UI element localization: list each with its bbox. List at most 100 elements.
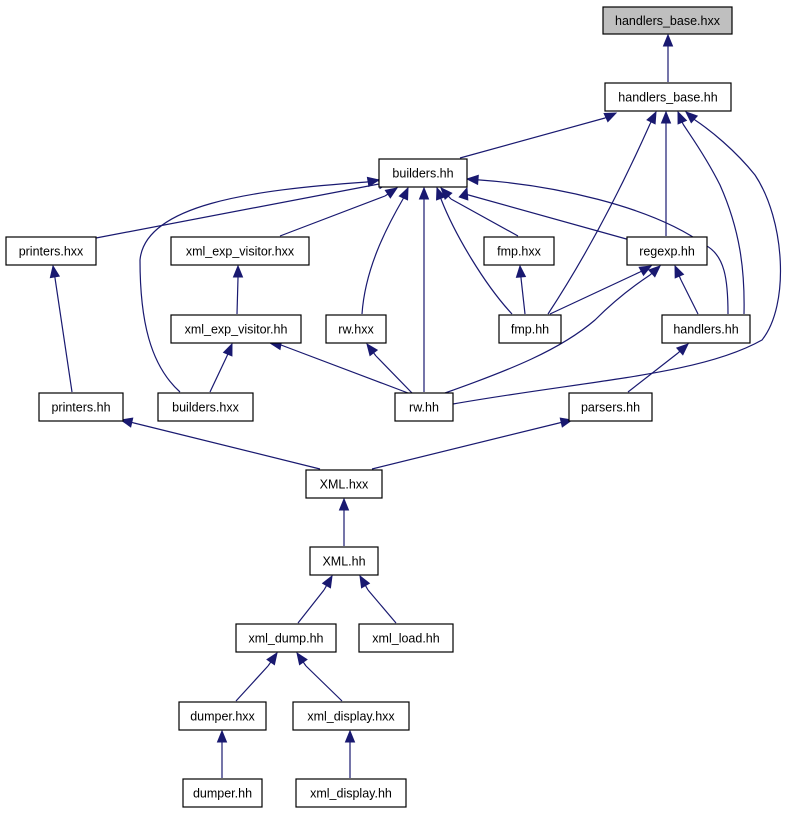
node-box [498,314,562,344]
edge-line-end [462,193,466,199]
edge-line [209,355,228,393]
edge-rw-hh-to-handlers-base-hh [452,111,782,405]
node-label: rw.hh [409,401,439,415]
arrowhead-icon [232,264,244,278]
node-rw-hxx[interactable]: rw.hxx [325,314,387,344]
edge-handlers-hh-to-regexp-hh [674,264,699,315]
node-label: xml_dump.hh [248,632,323,646]
node-xml-display-hh[interactable]: xml_display.hh [295,778,407,808]
node-label: builders.hh [392,167,453,181]
node-label: dumper.hh [193,787,252,801]
edge-xml-display-hxx-to-xml-dump-hh [296,651,343,702]
node-box [295,778,407,808]
node-label: XML.hh [322,555,365,569]
arrowhead-icon [296,651,308,666]
node-box [170,236,310,266]
node-box [235,623,337,653]
edge-line-end [681,121,684,125]
node-handlers-hh[interactable]: handlers.hh [661,314,751,344]
node-rw-hh[interactable]: rw.hh [394,392,454,422]
edge-line [133,422,321,470]
node-xml-exp-visitor-hh[interactable]: xml_exp_visitor.hh [170,314,302,344]
edge-line-end [677,350,681,354]
arrowhead-icon [418,186,430,200]
node-fmp-hxx[interactable]: fmp.hxx [483,236,555,266]
edge-fmp-hh-to-regexp-hh [549,265,653,315]
node-box [378,158,468,188]
edge-line-end [639,270,642,273]
arrowhead-icon [603,112,618,123]
node-handlers-base-hxx[interactable]: handlers_base.hxx [602,6,733,35]
node-label: handlers.hh [673,323,738,337]
edge-line-end [226,353,229,357]
arrowhead-icon [216,729,228,743]
edge-fmp-hh-to-handlers-base-hh [547,110,657,315]
edge-xml-exp-visitor-hxx-to-builders-hh [279,187,399,237]
edge-xml-display-hh-to-xml-display-hxx [344,729,356,778]
arrowhead-icon [515,264,527,278]
node-label: xml_display.hh [310,787,392,801]
node-builders-hh[interactable]: builders.hh [378,158,468,188]
edge-handlers-hh-to-builders-hh [465,174,729,315]
node-label: handlers_base.hh [618,91,717,105]
node-XML-hh[interactable]: XML.hh [309,546,379,576]
node-fmp-hh[interactable]: fmp.hh [498,314,562,344]
node-xml-display-hxx[interactable]: xml_display.hxx [292,701,410,731]
edge-rw-hh-to-builders-hh [418,186,430,392]
edge-line-end [267,661,272,667]
edge-line [280,344,409,394]
node-printers-hxx[interactable]: printers.hxx [5,236,97,266]
edge-regexp-hh-to-handlers-base-hh [660,110,672,236]
node-XML-hxx[interactable]: XML.hxx [305,469,383,499]
node-builders-hxx[interactable]: builders.hxx [157,392,254,422]
edge-line [479,179,729,315]
edges-layer [49,33,782,778]
node-box [178,701,267,731]
node-box [305,469,383,499]
edge-xml-dump-hh-to-XML-hh [297,574,333,624]
edge-line [236,277,239,315]
node-label: fmp.hxx [497,245,542,259]
edge-line [297,589,325,624]
node-label: rw.hxx [338,323,374,337]
arrowhead-icon [344,729,356,743]
node-box [170,314,302,344]
node-label: parsers.hh [581,401,640,415]
edge-line-end [323,585,328,591]
node-parsers-hh[interactable]: parsers.hh [568,392,653,422]
node-label: builders.hxx [172,401,239,415]
node-dumper-hxx[interactable]: dumper.hxx [178,701,267,731]
node-xml-exp-visitor-hxx[interactable]: xml_exp_visitor.hxx [170,236,310,266]
node-label: xml_load.hh [372,632,439,646]
node-label: XML.hxx [320,478,369,492]
edge-line [95,183,380,239]
node-xml-dump-hh[interactable]: xml_dump.hh [235,623,337,653]
edge-dumper-hxx-to-xml-dump-hh [235,651,278,702]
node-label: handlers_base.hxx [615,14,721,28]
node-box [182,778,263,808]
node-xml-load-hh[interactable]: xml_load.hh [358,623,454,653]
arrowhead-icon [366,176,381,188]
node-label: fmp.hh [511,323,549,337]
node-dumper-hh[interactable]: dumper.hh [182,778,263,808]
arrowhead-icon [436,186,446,201]
node-regexp-hh[interactable]: regexp.hh [626,236,708,266]
edge-line [682,123,745,315]
node-handlers-base-hh[interactable]: handlers_base.hh [604,82,732,112]
node-box [602,6,733,35]
edge-line-end [558,421,562,424]
edge-printers-hh-to-printers-hxx [49,264,73,393]
node-label: dumper.hxx [190,710,255,724]
edge-line [139,181,368,393]
edge-builders-hxx-to-xml-exp-visitor-hh [209,342,233,393]
edge-handlers-hh-to-handlers-base-hh [677,110,745,315]
node-box [661,314,751,344]
edge-dumper-hh-to-dumper-hxx [216,729,228,778]
node-printers-hh[interactable]: printers.hh [38,392,124,422]
edge-line [549,271,641,315]
node-box [626,236,708,266]
edge-line [367,589,397,624]
node-box [483,236,555,266]
arrowhead-icon [677,110,688,125]
